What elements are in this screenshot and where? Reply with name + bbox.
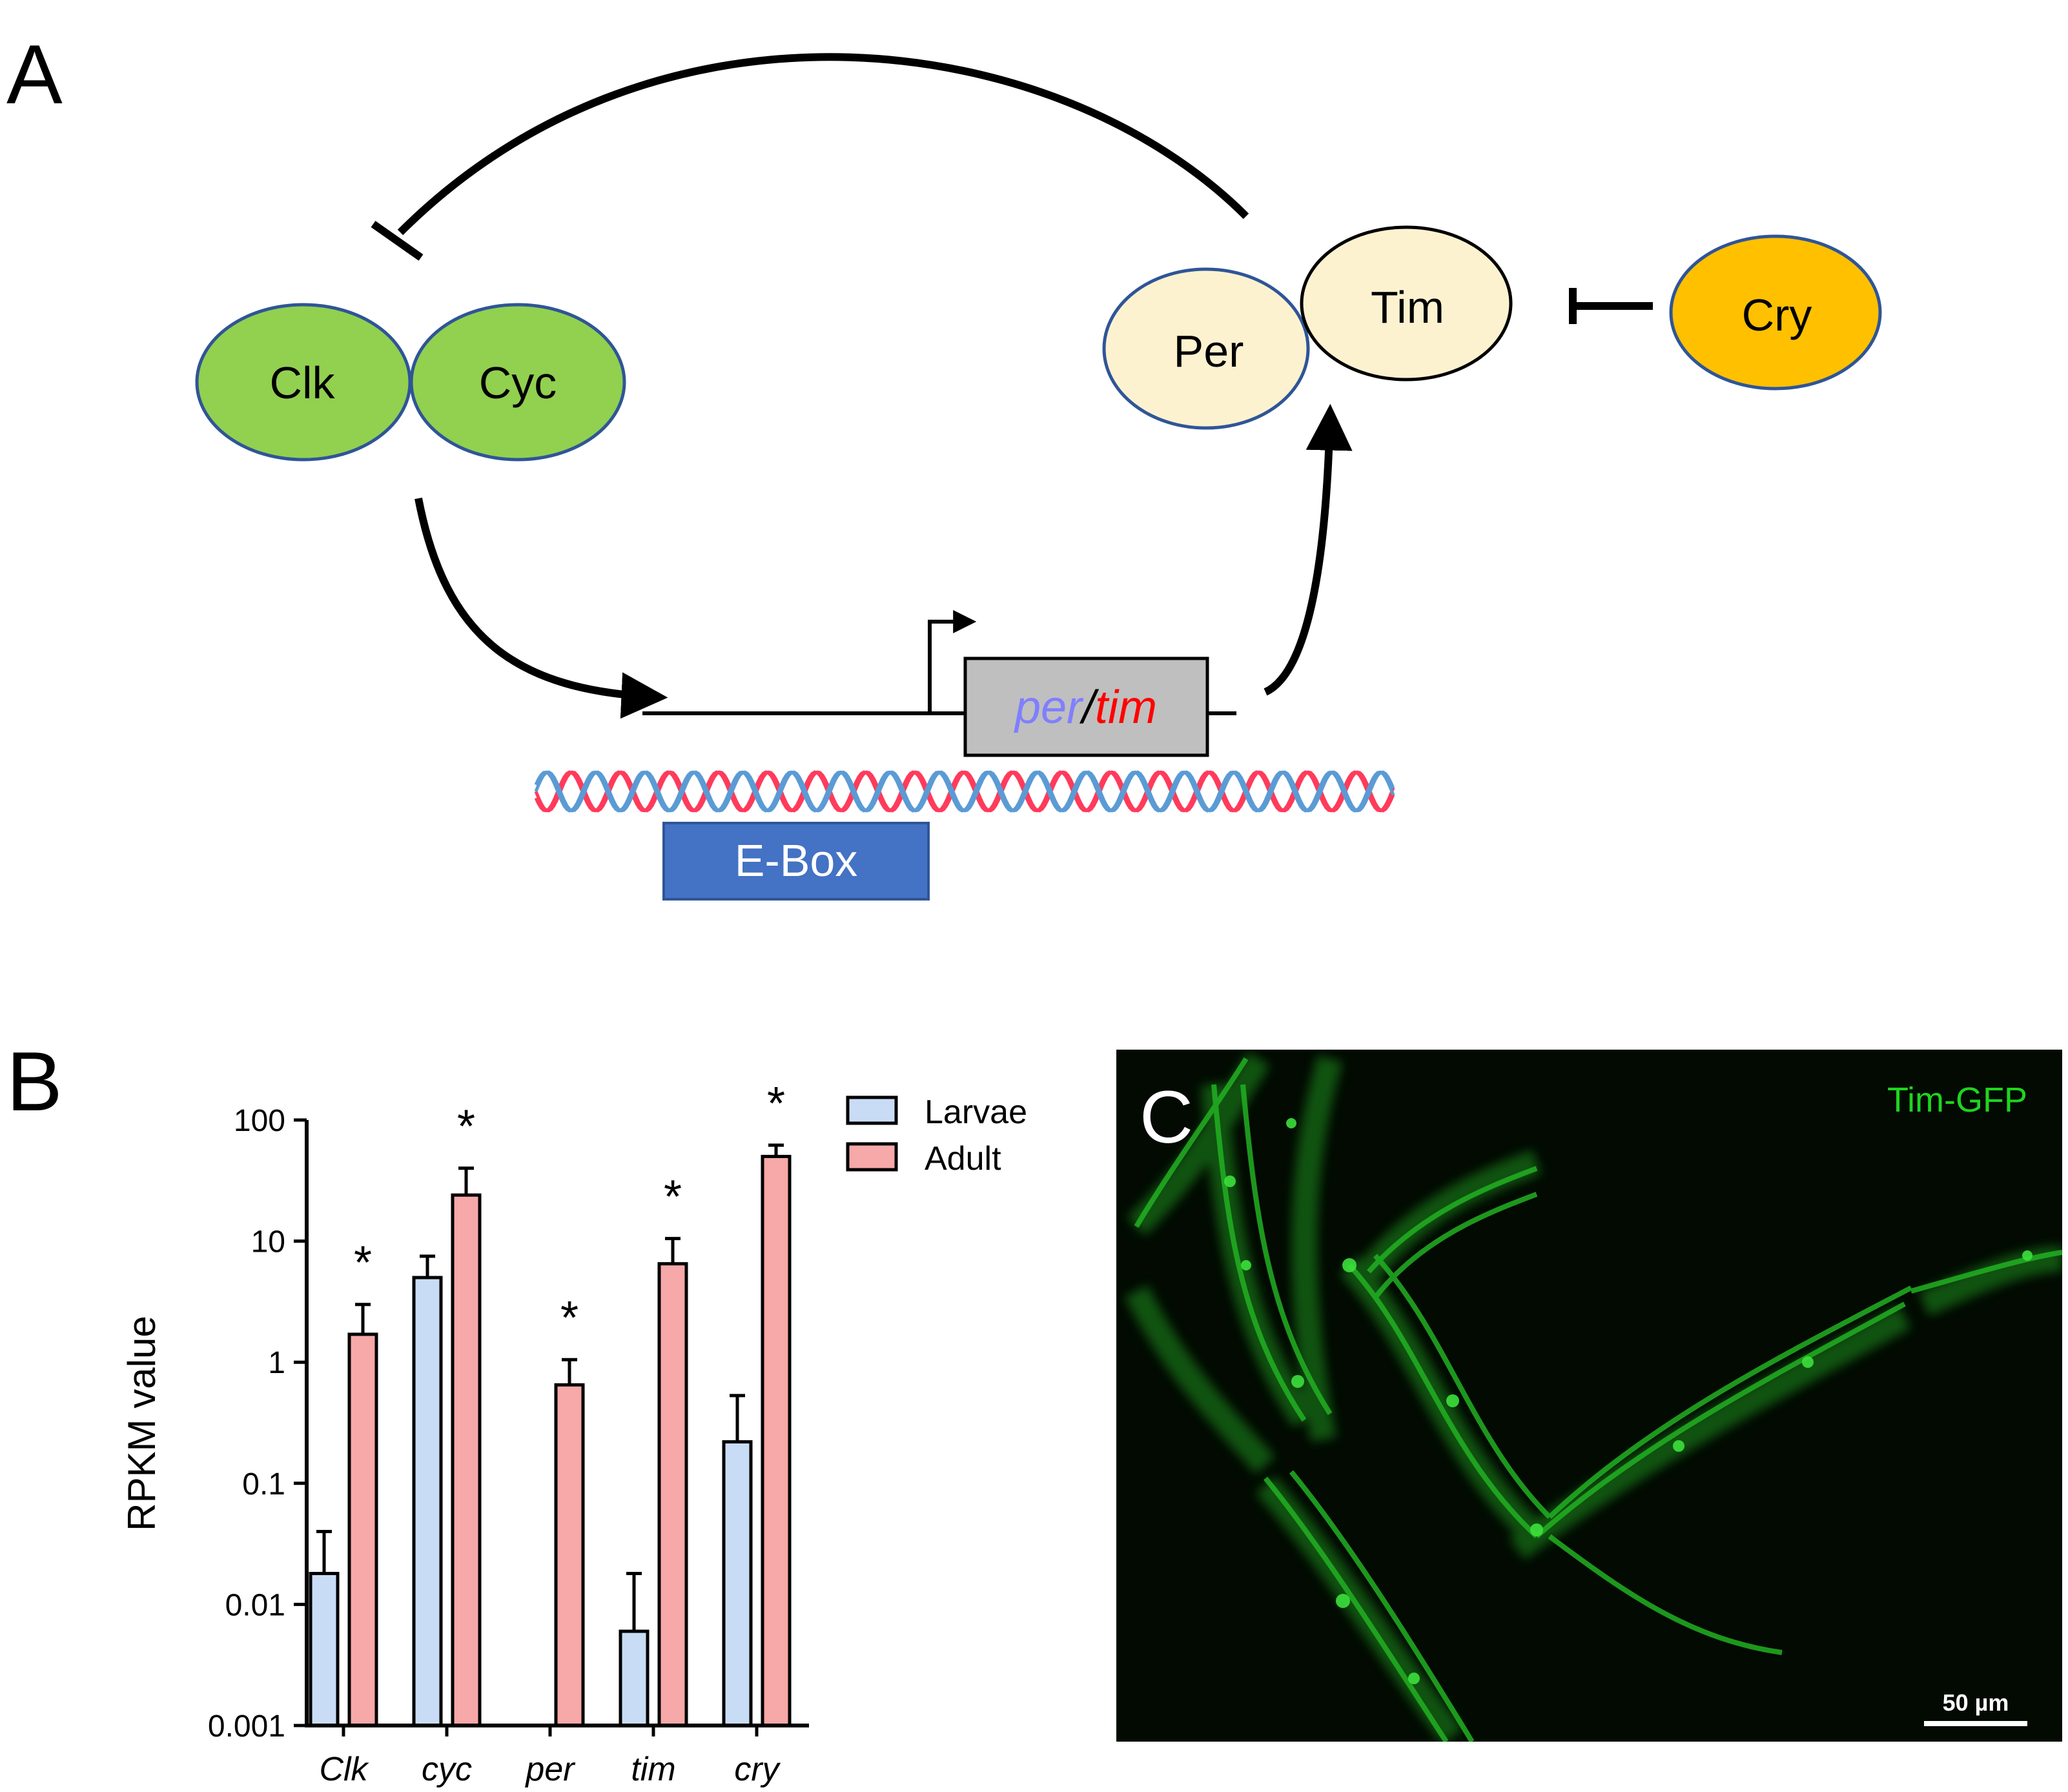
per-label: Per: [1174, 326, 1244, 376]
e-box: [662, 822, 930, 901]
y-tick-label: 100: [234, 1104, 285, 1138]
bar-adult-clk: [347, 1332, 378, 1727]
y-axis-label: RPKM value: [120, 1316, 163, 1531]
feedback-inhibition-arc: [397, 53, 1249, 236]
dna-strand: [534, 770, 1395, 813]
per-tim-gene-box: [963, 657, 1209, 757]
e-box-label: E-Box: [735, 835, 858, 886]
bar-adult-cry: [761, 1154, 792, 1727]
legend-swatch-adult: [846, 1142, 898, 1172]
y-tick-label: 0.1: [242, 1467, 285, 1502]
transcription-start-arrow: [928, 610, 977, 713]
cyc-label: Cyc: [479, 358, 557, 408]
panel-a: A Clk Cyc Per Tim Cry per/tim: [6, 27, 1882, 901]
micrograph-background: [1116, 1050, 2062, 1742]
bar-adult-cyc: [451, 1193, 482, 1727]
category-label: cyc: [422, 1751, 472, 1788]
activation-arrow-clk: [415, 497, 668, 719]
dna-helix: [534, 770, 1395, 813]
inhibition-bar-clk: [371, 221, 424, 261]
gene-tim-text: tim: [1095, 682, 1157, 733]
bar-adult-per: [554, 1383, 585, 1727]
tim-gfp-label: Tim-GFP: [1887, 1081, 2027, 1119]
legend-swatch-larvae: [846, 1095, 898, 1125]
tim-node: [1300, 225, 1513, 382]
clk-label: Clk: [269, 358, 335, 408]
cry-node: [1669, 234, 1882, 391]
y-tick-label: 10: [251, 1225, 285, 1259]
legend-label-larvae: Larvae: [925, 1094, 1027, 1131]
panel-c-letter: C: [1140, 1076, 1193, 1159]
gene-label: per/tim: [1014, 682, 1157, 733]
bar-larvae-cyc: [412, 1276, 443, 1727]
panel-b: B RPKM value 0.001 0.01 0.1 1 10 100 * * * * * Cl…: [6, 1034, 1027, 1788]
bar-larvae-cry: [722, 1440, 753, 1727]
cry-label: Cry: [1742, 290, 1812, 340]
micrograph-tracheae: [1125, 1052, 2062, 1742]
legend: Larvae Adult: [846, 1094, 1027, 1177]
significance-star: *: [354, 1237, 372, 1289]
category-label: Clk: [319, 1751, 369, 1788]
panel-a-letter: A: [6, 27, 63, 121]
scale-bar-label: 50 µm: [1943, 1689, 2009, 1716]
category-label: tim: [631, 1751, 675, 1788]
gene-per-text: per: [1014, 682, 1084, 733]
tim-label: Tim: [1371, 282, 1444, 332]
x-axis-categories: Clk cyc per tim cry: [319, 1726, 781, 1788]
bar-adult-tim: [657, 1262, 688, 1727]
legend-label-adult: Adult: [925, 1140, 1001, 1177]
panel-c: C Tim-GFP 50 µm: [1116, 1050, 2062, 1742]
significance-star: *: [560, 1292, 578, 1344]
significance-star: *: [767, 1078, 785, 1130]
category-label: per: [524, 1751, 576, 1788]
category-label: cry: [734, 1751, 781, 1788]
y-tick-label: 1: [268, 1346, 285, 1380]
significance-star: *: [664, 1172, 682, 1223]
per-node: [1102, 267, 1310, 430]
translation-arrow: [1264, 403, 1353, 696]
y-axis-ticks: 0.001 0.01 0.1 1 10 100: [208, 1104, 307, 1744]
dna-strand: [534, 770, 1395, 813]
y-tick-label: 0.001: [208, 1709, 285, 1744]
significance-star: *: [457, 1101, 475, 1153]
chart-bars: [309, 1143, 792, 1727]
bar-larvae-tim: [619, 1629, 650, 1727]
panel-b-letter: B: [6, 1034, 63, 1128]
y-tick-label: 0.01: [225, 1588, 285, 1622]
bar-larvae-clk: [309, 1572, 340, 1727]
significance-markers: * * * * *: [354, 1078, 785, 1344]
cyc-node: [409, 303, 626, 462]
